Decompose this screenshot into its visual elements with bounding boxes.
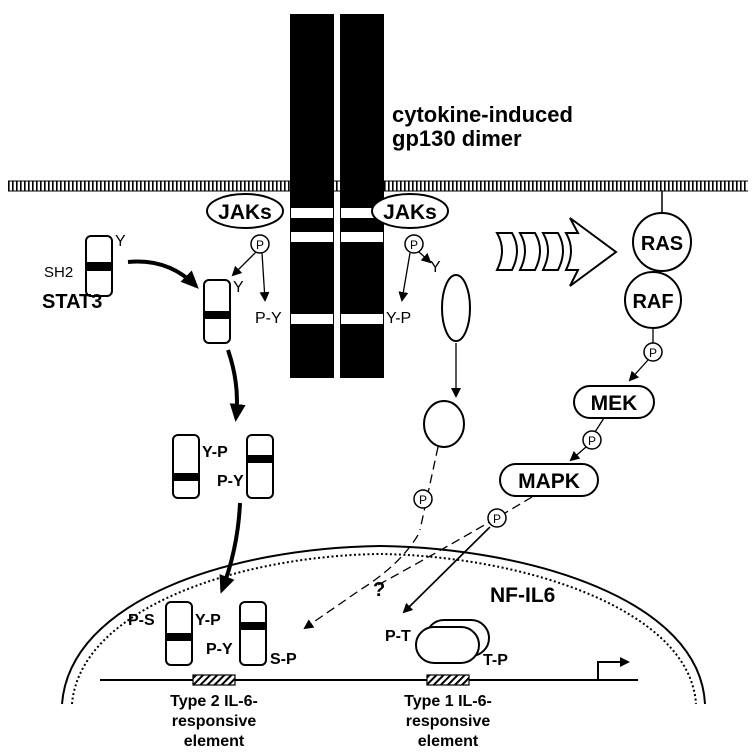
nuclear-py-label: P-Y bbox=[206, 641, 233, 658]
py-left-label: P-Y bbox=[255, 310, 282, 327]
arrow-mapk-nfil6 bbox=[404, 527, 490, 612]
mapk-label: MAPK bbox=[518, 470, 580, 493]
type1-element-box bbox=[427, 675, 469, 685]
phospho-circle-dashed: P bbox=[414, 490, 432, 508]
type1-label-line3: element bbox=[418, 733, 479, 750]
phospho-circle-raf: P bbox=[644, 343, 662, 361]
phospho-circle-mek: P bbox=[583, 431, 601, 449]
stat3-bound bbox=[204, 280, 230, 343]
nfil6-pt-label: P-T bbox=[385, 628, 411, 645]
svg-text:P: P bbox=[588, 434, 596, 448]
arrow-jak-receptor-left bbox=[262, 253, 265, 300]
gp130-receptor-left bbox=[290, 14, 334, 378]
svg-text:P: P bbox=[493, 512, 501, 526]
phospho-circle-jak-left: P bbox=[251, 235, 269, 253]
phospho-circle-mapk: P bbox=[488, 509, 506, 527]
svg-text:P: P bbox=[419, 493, 427, 507]
type1-label-line1: Type 1 IL-6- bbox=[404, 693, 492, 710]
arrow-jak-stat bbox=[233, 252, 256, 275]
title-line2: gp130 dimer bbox=[392, 126, 522, 151]
title-line1: cytokine-induced bbox=[392, 102, 573, 127]
ras-label: RAS bbox=[641, 233, 683, 255]
jak-left-label: JAKs bbox=[218, 201, 272, 224]
gp130-receptor-right bbox=[340, 14, 384, 378]
jak-left: JAKs bbox=[207, 194, 283, 228]
stat3-tyr-label: Y bbox=[115, 233, 126, 250]
arrow-stat3-recruitment bbox=[128, 262, 196, 287]
nuclear-ps-label: P-S bbox=[128, 612, 155, 629]
type2-label-line2: responsive bbox=[172, 713, 257, 730]
raf-label: RAF bbox=[632, 291, 673, 313]
type2-label-line1: Type 2 IL-6- bbox=[170, 693, 258, 710]
type1-label-line2: responsive bbox=[406, 713, 491, 730]
mek-label: MEK bbox=[591, 392, 638, 415]
adapter-circle bbox=[424, 401, 464, 447]
type2-element-box bbox=[193, 675, 235, 685]
arrow-raf-mek bbox=[630, 360, 648, 380]
arrow-nuclear-translocation bbox=[222, 503, 240, 590]
jak-right: JAKs bbox=[372, 194, 448, 228]
svg-text:P: P bbox=[649, 346, 657, 360]
raf-node: RAF bbox=[625, 272, 681, 328]
phospho-circle-jak-right: P bbox=[405, 235, 423, 253]
stat3-bound-tyr: Y bbox=[233, 279, 244, 296]
type2-label-line3: element bbox=[184, 733, 245, 750]
stat3-monomer bbox=[86, 236, 112, 296]
nuclear-sp-label: S-P bbox=[270, 651, 297, 668]
dashed-line-mapk bbox=[378, 497, 532, 585]
arrow-stat-dimerization bbox=[228, 350, 237, 418]
dimer-py-label: P-Y bbox=[217, 473, 244, 490]
mek-node: MEK bbox=[574, 386, 654, 418]
nfil6-title: NF-IL6 bbox=[490, 584, 555, 607]
arrow-jak-adapter bbox=[419, 252, 430, 262]
activation-big-arrow bbox=[497, 218, 616, 286]
jak-right-label: JAKs bbox=[383, 201, 437, 224]
arrow-mek-mapk bbox=[571, 447, 586, 460]
mapk-node: MAPK bbox=[500, 464, 598, 496]
ras-node: RAS bbox=[633, 213, 691, 271]
svg-text:P: P bbox=[256, 238, 264, 252]
arrow-jak-receptor-right bbox=[402, 253, 410, 300]
nfil6-dimer bbox=[416, 620, 489, 663]
yp-right-label: Y-P bbox=[386, 310, 411, 327]
dashed-line-upper bbox=[420, 447, 438, 530]
dimer-yp-label: Y-P bbox=[202, 444, 228, 461]
nfil6-tp-label: T-P bbox=[483, 652, 508, 669]
nuclear-yp-label: Y-P bbox=[195, 612, 221, 629]
sh2-label: SH2 bbox=[44, 264, 73, 281]
adapter-oval bbox=[442, 275, 470, 341]
stat3-label: STAT3 bbox=[42, 291, 102, 313]
svg-text:P: P bbox=[410, 238, 418, 252]
adapter-tyr-label: Y bbox=[430, 259, 441, 276]
transcription-start-arrow bbox=[598, 662, 628, 680]
